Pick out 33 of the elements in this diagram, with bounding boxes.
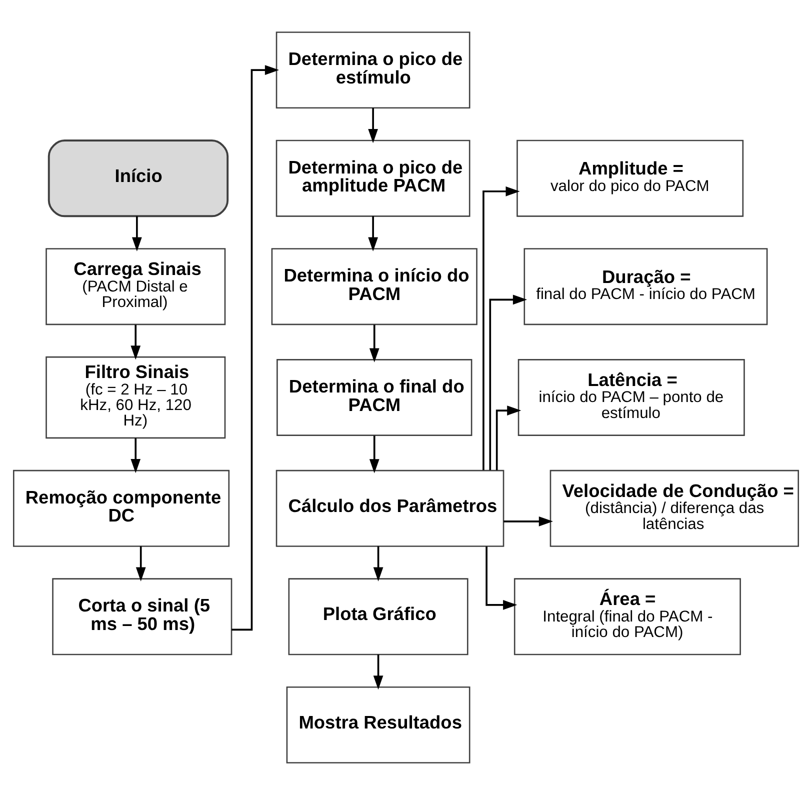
node-box: Determina o pico de estímulo [276,31,470,108]
arrow [496,405,522,470]
node-box: Duração = final do PACM - início do PACM [524,248,768,325]
arrow [373,546,384,581]
node-box: Mostra Resultados [286,686,470,763]
node-box: Corta o sinal (5 ms – 50 ms) [52,578,232,655]
arrow [232,64,280,630]
arrow [482,186,520,470]
node-box: Determina o pico de amplitude PACM [276,139,470,216]
node-box: Amplitude = valor do pico do PACM [516,139,744,216]
arrow [489,294,528,470]
node-box: Carrega Sinais (PACM Distal e Proximal) [46,248,226,325]
node-box: Filtro Sinais (fc = 2 Hz – 10 kHz, 60 Hz, 120 Hz) [46,356,226,438]
arrow [373,654,384,690]
arrow [369,435,380,473]
arrow [130,324,141,360]
node-box: Plota Gráfico [288,578,468,655]
arrow [486,546,518,610]
arrow [368,107,378,143]
node-box: Início [48,139,229,217]
node-box: Velocidade de Condução = (distância) / diferença das latências [550,469,799,546]
node-box: Latência = início do PACM – ponto de estímulo [518,358,745,436]
arrow [132,216,142,251]
node-box: Cálculo dos Parâmetros [276,469,504,546]
node-box: Remoção componente DC [13,469,230,546]
arrow [504,516,553,526]
node-box: Área = Integral (final do PACM - início do PACM) [514,578,741,655]
node-box: Determina o final do PACM [276,358,472,436]
node-box: Determina o início do PACM [271,248,478,325]
arrow [369,324,380,362]
arrow [368,216,378,251]
arrow [130,438,141,473]
arrow [136,546,146,581]
